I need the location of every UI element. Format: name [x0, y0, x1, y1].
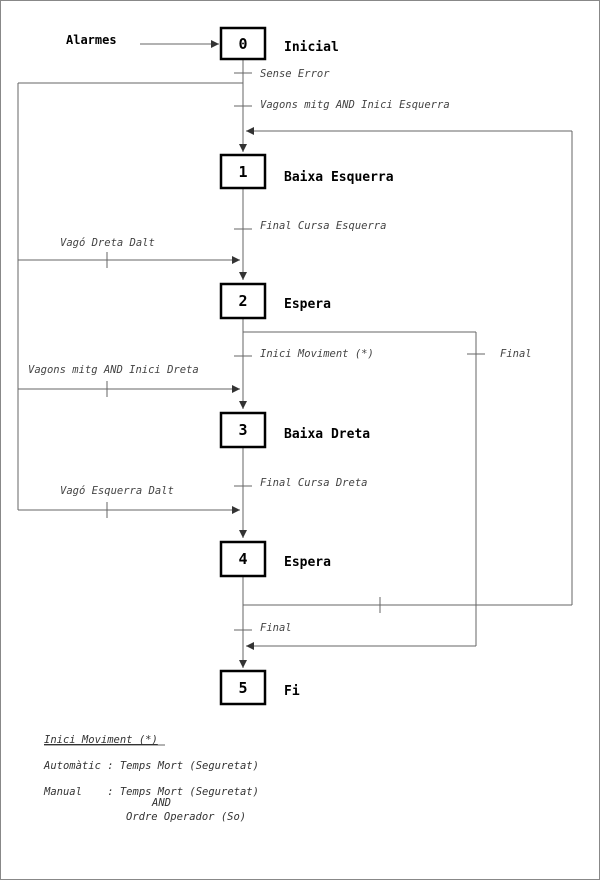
label-sense-error: Sense Error: [260, 68, 330, 80]
note-manual: Manual : Temps Mort (Seguretat): [43, 786, 259, 798]
step-3: 3: [219, 411, 267, 449]
arrow-bypass-3: [232, 385, 240, 393]
arrow-into-4: [239, 530, 247, 538]
label-vagons-esquerra: Vagons mitg AND Inici Esquerra: [260, 99, 450, 111]
label-vago-esquerra-dalt: Vagó Esquerra Dalt: [60, 485, 174, 497]
step-5-label: Fi: [284, 684, 300, 699]
note-title: Inici Moviment (*): [44, 734, 158, 746]
label-final-bottom: Final: [260, 622, 292, 634]
note-ordre-operador: Ordre Operador (So): [126, 811, 246, 823]
note-automatic: Automàtic : Temps Mort (Seguretat): [43, 760, 259, 772]
step-1: 1: [219, 153, 267, 190]
label-vago-dreta-dalt: Vagó Dreta Dalt: [60, 237, 155, 249]
label-vagons-dreta: Vagons mitg AND Inici Dreta: [28, 364, 199, 376]
step-2-number: 2: [238, 292, 247, 310]
step-5-number: 5: [238, 679, 247, 697]
step-4-label: Espera: [284, 555, 331, 570]
step-1-number: 1: [238, 163, 247, 181]
arrow-into-5: [239, 660, 247, 668]
step-3-number: 3: [238, 421, 247, 439]
alarmes-label: Alarmes: [66, 33, 117, 47]
arrow-branch-5: [246, 642, 254, 650]
label-final-right: Final: [500, 348, 532, 360]
arrow-bypass-2: [232, 256, 240, 264]
step-0-label: Inicial: [284, 40, 339, 55]
step-5: 5: [219, 669, 267, 706]
arrow-loop-1: [246, 127, 254, 135]
label-final-cursa-esquerra: Final Cursa Esquerra: [260, 220, 386, 232]
arrow-into-1: [239, 144, 247, 152]
step-2: 2: [219, 282, 267, 320]
step-0-number: 0: [238, 35, 247, 53]
step-3-label: Baixa Dreta: [284, 427, 370, 442]
step-2-label: Espera: [284, 297, 331, 312]
arrow-into-2: [239, 272, 247, 280]
arrow-alarmes: [211, 40, 219, 48]
arrow-into-3: [239, 401, 247, 409]
step-4: 4: [219, 540, 267, 578]
step-4-number: 4: [238, 550, 247, 568]
arrow-bypass-4: [232, 506, 240, 514]
label-inici-moviment: Inici Moviment (*): [260, 348, 374, 360]
step-0: 0: [219, 26, 267, 61]
step-1-label: Baixa Esquerra: [284, 170, 394, 185]
note-and: AND: [151, 797, 171, 809]
label-final-cursa-dreta: Final Cursa Dreta: [260, 477, 367, 489]
